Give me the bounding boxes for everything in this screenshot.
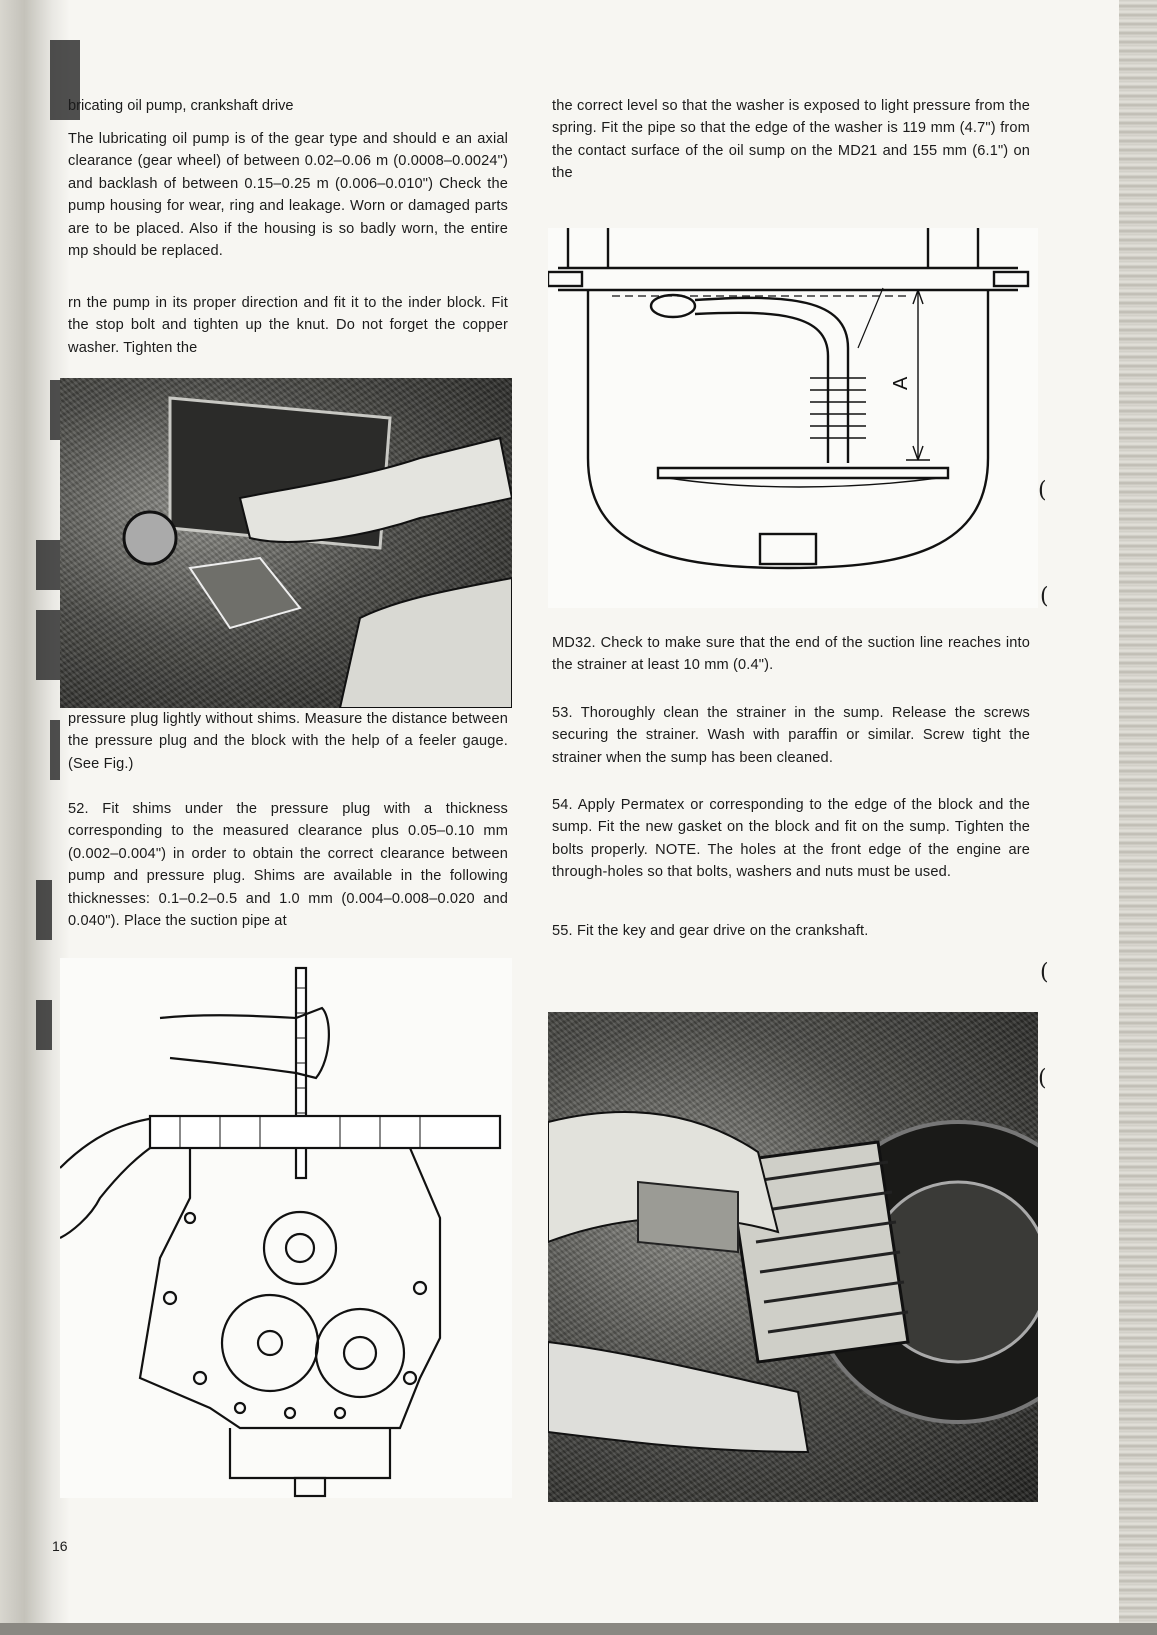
- left-paragraph-1: The lubricating oil pump is of the gear …: [68, 131, 508, 260]
- section-heading: bricating oil pump, crankshaft drive: [68, 98, 294, 114]
- figure-oil-sump: A: [548, 228, 1038, 608]
- right-paragraph-1: the correct level so that the washer is …: [552, 98, 1030, 182]
- left-paragraph-4: 52. Fit shims under the pressure plug wi…: [68, 801, 508, 930]
- photo-crankshaft-gear-outline: [548, 1111, 1038, 1454]
- right-paragraph-5: 55. Fit the key and gear drive on the cr…: [552, 923, 869, 939]
- page-number: 16: [52, 1538, 68, 1554]
- right-paragraph-2: MD32. Check to make sure that the end of…: [552, 635, 1030, 674]
- left-paragraph-3: pressure plug lightly without shims. Mea…: [68, 711, 508, 772]
- margin-mark: (: [1038, 1066, 1047, 1091]
- photo-pump-fitting: [60, 378, 512, 708]
- binding-mark: [50, 720, 60, 780]
- right-paragraph-4: 54. Apply Permatex or corresponding to t…: [552, 797, 1030, 881]
- photo-pump-fitting-outline: [122, 396, 512, 708]
- margin-mark: (: [1040, 960, 1049, 985]
- page-edge: [1119, 0, 1157, 1635]
- photo-crankshaft-gear: [548, 1012, 1038, 1502]
- binding-mark: [50, 40, 80, 120]
- figure-feeler-gauge-drawing: [60, 966, 502, 1498]
- page-binding-shadow: [0, 0, 70, 1635]
- figure-feeler-gauge: [60, 958, 512, 1498]
- binding-mark: [36, 880, 52, 940]
- left-paragraph-2: rn the pump in its proper direction and …: [68, 295, 508, 356]
- binding-mark: [36, 1000, 52, 1050]
- right-paragraph-3: 53. Thoroughly clean the strainer in the…: [552, 705, 1030, 766]
- page-bottom-edge: [0, 1623, 1157, 1635]
- figure-oil-sump-drawing: A: [548, 228, 1030, 570]
- margin-mark: (: [1038, 478, 1047, 503]
- margin-mark: (: [1040, 584, 1049, 609]
- dimension-label-a: A: [890, 376, 912, 390]
